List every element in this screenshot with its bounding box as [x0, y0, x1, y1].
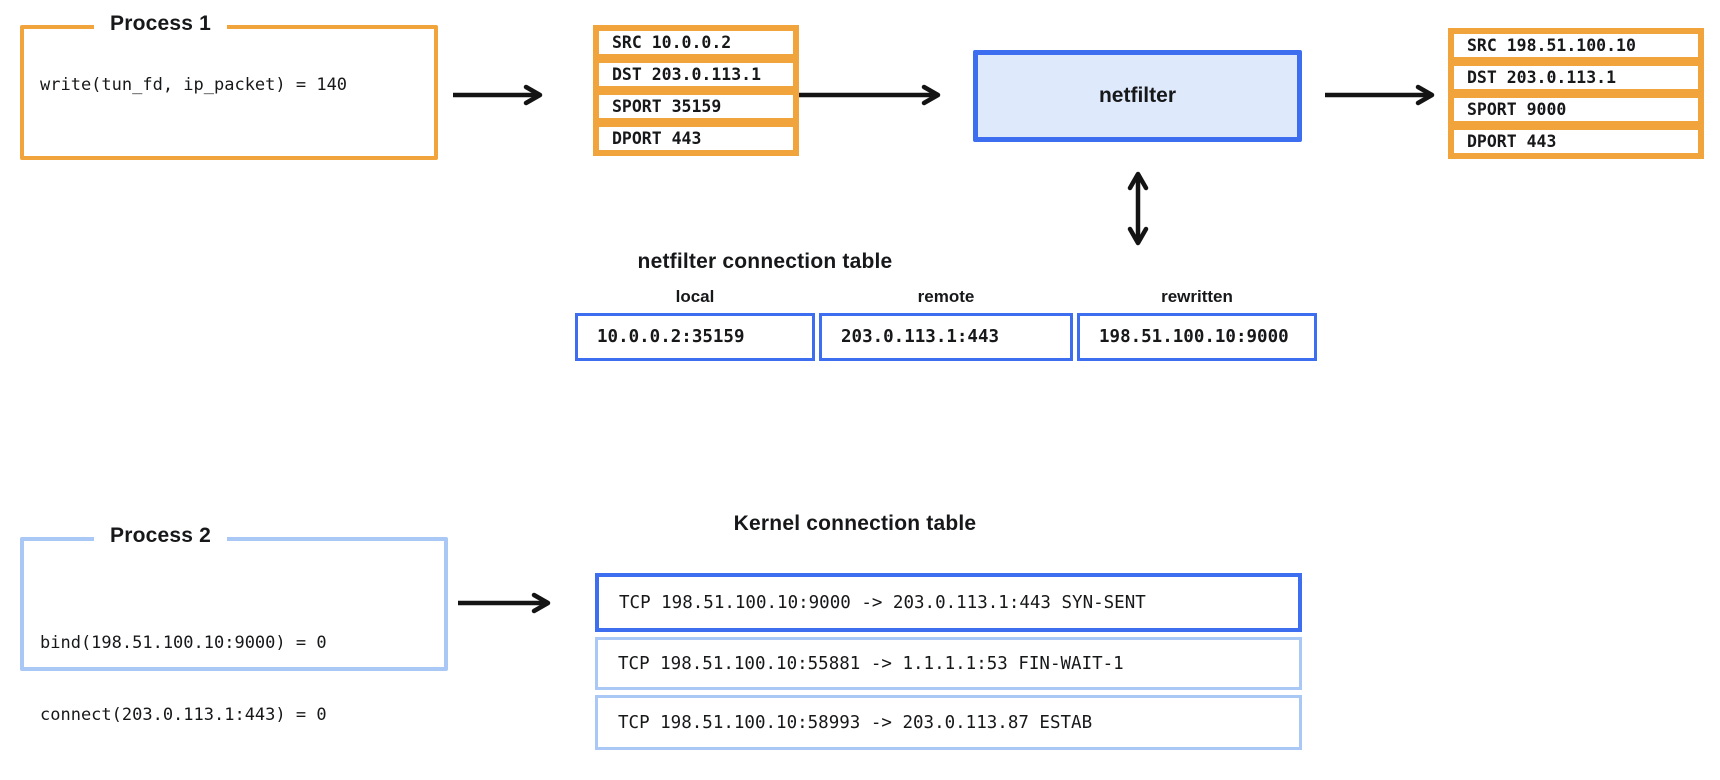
packet-in-table: SRC 10.0.0.2 DST 203.0.113.1 SPORT 35159…: [593, 25, 799, 156]
netfilter-conntable-title: netfilter connection table: [637, 250, 893, 273]
netfilter-box: netfilter: [973, 50, 1302, 142]
kernel-conntable-title: Kernel connection table: [733, 512, 977, 535]
packet-in-src-row: SRC 10.0.0.2: [596, 28, 796, 57]
packet-in-dst-row: DST 203.0.113.1: [596, 60, 796, 89]
kernel-conn-row-estab: TCP 198.51.100.10:58993 -> 203.0.113.87 …: [595, 695, 1302, 750]
packet-out-table: SRC 198.51.100.10 DST 203.0.113.1 SPORT …: [1448, 28, 1704, 159]
conntable-col-rewritten: rewritten: [1161, 287, 1233, 306]
packet-out-dport-row: DPORT 443: [1451, 127, 1701, 156]
packet-out-dst-row: DST 203.0.113.1: [1451, 63, 1701, 92]
conntable-cell-local: 10.0.0.2:35159: [575, 313, 815, 361]
process1-syscall: write(tun_fd, ip_packet) = 140: [40, 75, 348, 95]
packet-out-src-row: SRC 198.51.100.10: [1451, 31, 1701, 60]
process1-box: Process 1 write(tun_fd, ip_packet) = 140: [20, 12, 438, 160]
conntable-col-local: local: [675, 287, 715, 306]
process1-title: Process 1: [94, 12, 228, 36]
process2-box: Process 2 bind(198.51.100.10:9000) = 0 c…: [20, 524, 448, 725]
kernel-conn-row-fin-wait: TCP 198.51.100.10:55881 -> 1.1.1.1:53 FI…: [595, 637, 1302, 690]
conntable-cell-remote: 203.0.113.1:443: [819, 313, 1073, 361]
conntable-col-remote: remote: [917, 287, 975, 306]
kernel-conn-row-syn-sent: TCP 198.51.100.10:9000 -> 203.0.113.1:44…: [595, 573, 1302, 632]
process2-connect-syscall: connect(203.0.113.1:443) = 0: [40, 705, 327, 725]
conntable-cell-rewritten: 198.51.100.10:9000: [1077, 313, 1317, 361]
netfilter-label: netfilter: [1098, 84, 1176, 107]
packet-in-sport-row: SPORT 35159: [596, 92, 796, 121]
process2-title: Process 2: [94, 524, 228, 548]
process2-bind-syscall: bind(198.51.100.10:9000) = 0: [40, 633, 327, 653]
packet-out-sport-row: SPORT 9000: [1451, 95, 1701, 124]
packet-in-dport-row: DPORT 443: [596, 124, 796, 153]
